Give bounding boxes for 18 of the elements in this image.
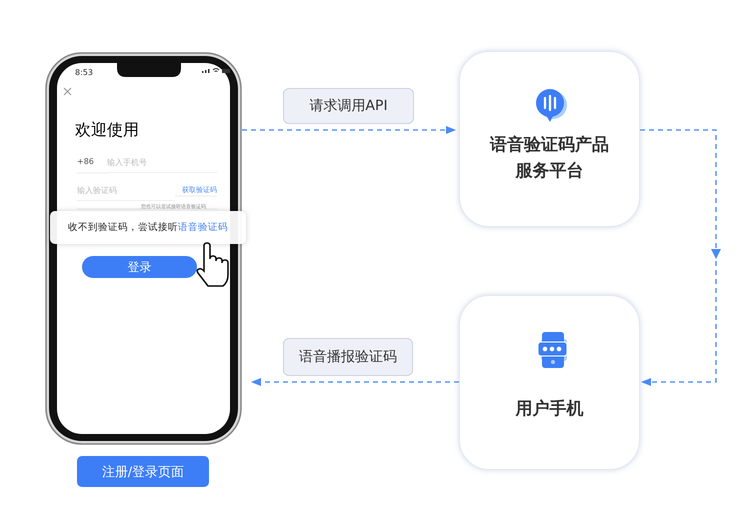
dashed-arrow (640, 129, 721, 386)
process-card (459, 295, 640, 470)
caption-tag: 注册/登录页面 (77, 456, 209, 487)
text-input: 输入手机号 (107, 157, 217, 173)
edge-label: 语音播报验证码 (283, 338, 413, 376)
dashed-arrow (251, 378, 459, 386)
login-button: 登录 (82, 256, 197, 278)
text-input: 输入验证码 (77, 185, 175, 201)
node-title: 语音验证码产品服务平台 (488, 134, 610, 183)
country-code: +86 (77, 157, 94, 166)
node-title: 用户手机 (514, 398, 584, 421)
hint-text: 收不到验证码，尝试接听 (68, 221, 178, 234)
welcome-heading: 欢迎使用 (75, 120, 139, 141)
process-card (459, 51, 640, 227)
status-time: 8:53 (75, 68, 93, 77)
voice-code-link: 语音验证码 (178, 221, 228, 234)
dashed-arrow (242, 126, 456, 134)
edge-label: 请求调用API (283, 88, 414, 124)
